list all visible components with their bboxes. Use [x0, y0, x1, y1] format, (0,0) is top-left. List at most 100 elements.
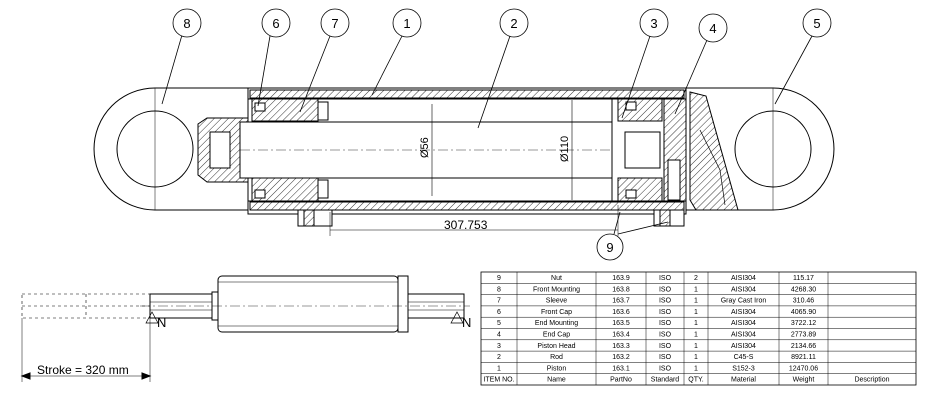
bom-cell: C45-S: [734, 354, 754, 361]
bom-cell: AISI304: [731, 320, 756, 327]
bom-cell: 2773.89: [791, 332, 816, 339]
bom-cell: 5: [497, 320, 501, 327]
side-label-right: N: [462, 315, 471, 330]
svg-text:4: 4: [709, 21, 716, 36]
bom-cell: AISI304: [731, 332, 756, 339]
bom-cell: Nut: [551, 275, 562, 282]
bom-cell: 8921.11: [791, 354, 816, 361]
bom-header-cell: Material: [731, 377, 756, 384]
bom-cell: 8: [497, 286, 501, 293]
bore-diameter-label: Ø110: [559, 136, 571, 162]
bom-cell: 163.4: [612, 332, 630, 339]
balloon-4: [698, 13, 728, 43]
svg-text:3: 3: [650, 16, 657, 31]
balloon-8: [172, 8, 202, 38]
bom-cell: 1: [497, 365, 501, 372]
balloon-3: [639, 8, 669, 38]
bom-cell: ISO: [659, 309, 672, 316]
end-cap: [663, 98, 687, 202]
bom-cell: End Cap: [543, 332, 570, 339]
bom-cell: 4065.90: [791, 309, 816, 316]
nut-left: [297, 209, 333, 227]
bom-cell: 163.5: [612, 320, 630, 327]
bom-cell: 163.2: [612, 354, 630, 361]
bom-cell: 1: [694, 309, 698, 316]
bom-header-cell: Weight: [793, 377, 815, 384]
bom-header-cell: ITEM NO.: [483, 377, 514, 384]
bom-cell: Sleeve: [546, 298, 568, 305]
bom-header-cell: QTY.: [688, 377, 703, 384]
side-label-left: N: [157, 315, 166, 330]
balloon-2: [499, 8, 529, 38]
bom-cell: 4268.30: [791, 286, 816, 293]
bom-cell: 1: [694, 365, 698, 372]
bom-cell: Piston Head: [537, 343, 575, 350]
bom-cell: 12470.06: [789, 365, 818, 372]
balloon-5: [802, 8, 832, 38]
bom-cell: Piston: [547, 365, 567, 372]
bom-cell: 163.1: [612, 365, 630, 372]
bom-cell: 2: [694, 275, 698, 282]
svg-text:5: 5: [813, 16, 820, 31]
bom-header-cell: Standard: [651, 377, 680, 384]
bom-cell: 9: [497, 275, 501, 282]
bom-header-cell: Description: [854, 377, 889, 384]
svg-text:7: 7: [331, 16, 338, 31]
bom-cell: 1: [694, 332, 698, 339]
svg-text:2: 2: [510, 16, 517, 31]
bom-cell: ISO: [659, 354, 672, 361]
bom-cell: 2134.66: [791, 343, 816, 350]
rod-diameter-label: Ø56: [419, 137, 431, 158]
bom-cell: AISI304: [731, 286, 756, 293]
svg-text:8: 8: [183, 16, 190, 31]
bom-cell: 310.46: [793, 298, 815, 305]
svg-text:1: 1: [403, 16, 410, 31]
bom-cell: Rod: [550, 354, 563, 361]
bom-cell: 1: [694, 298, 698, 305]
bom-cell: 1: [694, 343, 698, 350]
front-mounting: [93, 87, 249, 211]
bom-cell: 3722.12: [791, 320, 816, 327]
bom-cell: ISO: [659, 275, 672, 282]
bom-cell: End Mounting: [535, 320, 578, 327]
bom-cell: 3: [497, 343, 501, 350]
bom-cell: ISO: [659, 343, 672, 350]
stroke-dimension-label: Stroke = 320 mm: [37, 363, 129, 377]
end-mounting: [685, 87, 835, 211]
bom-cell: 163.9: [612, 275, 630, 282]
balloons: 8 6 7 1 2 3 4 5 9: [161, 8, 832, 261]
bom-cell: 7: [497, 298, 501, 305]
balloon-1: [392, 8, 422, 38]
balloon-6: [261, 8, 291, 38]
bom-cell: 6: [497, 309, 501, 316]
bom-cell: Front Mounting: [533, 286, 580, 293]
svg-text:9: 9: [606, 240, 613, 255]
bom-cell: 163.7: [612, 298, 630, 305]
bom-cell: ISO: [659, 365, 672, 372]
piston-head: [611, 98, 665, 202]
bom-cell: ISO: [659, 320, 672, 327]
bom-cell: ISO: [659, 286, 672, 293]
balloon-9: [596, 233, 624, 261]
bom-cell: AISI304: [731, 275, 756, 282]
bom-cell: S152-3: [732, 365, 755, 372]
bom-cell: AISI304: [731, 343, 756, 350]
external-view: N N Stroke = 320 mm: [20, 275, 471, 382]
svg-text:6: 6: [272, 16, 279, 31]
front-cap: [251, 98, 329, 202]
bom-cell: 1: [694, 320, 698, 327]
bom-cell: 163.6: [612, 309, 630, 316]
nut-right: [653, 209, 685, 227]
bom-header-cell: Name: [547, 377, 566, 384]
bom-header-cell: PartNo: [610, 377, 632, 384]
piston-rod: [239, 121, 631, 179]
bom-cell: 115.17: [793, 275, 814, 282]
bom-cell: 163.3: [612, 343, 630, 350]
bom-cell: 1: [694, 286, 698, 293]
bom-cell: 1: [694, 354, 698, 361]
bom-cell: ISO: [659, 332, 672, 339]
bom-cell: AISI304: [731, 309, 756, 316]
bom-cell: Front Cap: [541, 309, 572, 316]
